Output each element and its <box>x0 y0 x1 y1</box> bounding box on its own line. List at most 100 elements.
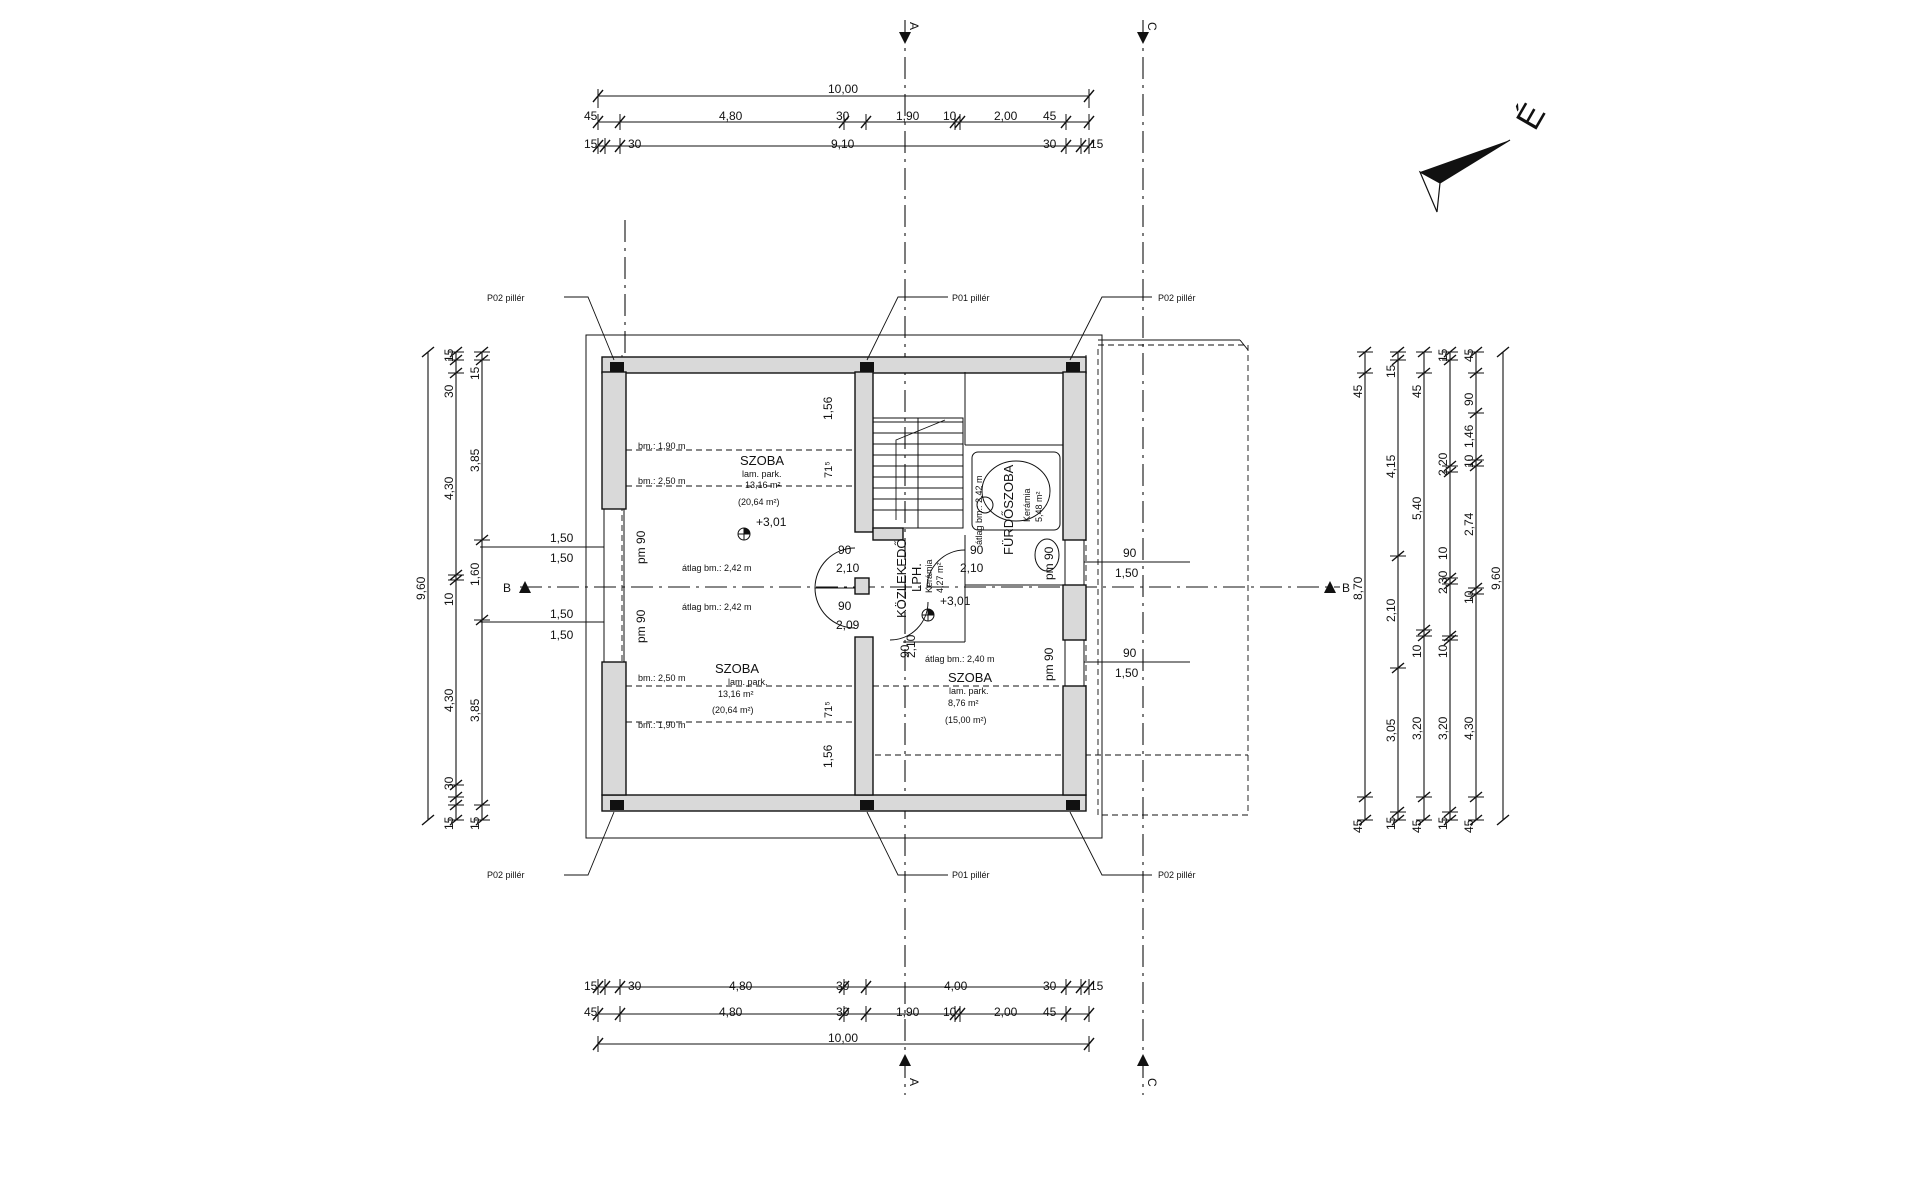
room2-bm1: bm.: 2,50 m <box>638 673 686 683</box>
room2-avg: átlag bm.: 2,42 m <box>682 602 752 612</box>
right-dim-4-6: 3,20 <box>1436 716 1450 740</box>
right-dim-2-3: 2,10 <box>1384 598 1398 622</box>
left-win-w-upper: 1,50 <box>550 531 574 545</box>
bottom-dim-2-6: 2,00 <box>994 1005 1018 1019</box>
hall-name: KÖZLEKEDŐ <box>894 539 909 618</box>
bottom-dim-2-2: 4,80 <box>719 1005 743 1019</box>
north-arrow: É <box>1418 97 1553 213</box>
right-dim-4-1: 15 <box>1436 348 1450 362</box>
room1-avg: átlag bm.: 2,42 m <box>682 563 752 573</box>
right-dim-4-5: 10 <box>1436 644 1450 658</box>
bottom-overall-dim: 10,00 <box>828 1031 858 1045</box>
room2-name: SZOBA <box>715 661 759 676</box>
bath-fixtures <box>971 451 1061 572</box>
right-pm-upper: pm 90 <box>1042 546 1056 580</box>
bottom-dimension-chain: 15 30 4,80 30 4,00 30 15 45 4,80 30 1,90… <box>584 979 1104 1052</box>
bottom-dim-1-2: 30 <box>628 979 642 993</box>
top-dim-2-4: 1,90 <box>896 109 920 123</box>
left-win-h-upper: 1,50 <box>550 551 574 565</box>
callout-p02-bottom-right: P02 pillér <box>1158 870 1196 880</box>
top-dim-3-4: 30 <box>1043 137 1057 151</box>
axis-c-bottom-label: C <box>1145 1078 1159 1087</box>
hall-stair: LPH. <box>909 563 924 592</box>
bottom-dim-2-1: 45 <box>584 1005 598 1019</box>
level-marker-icon <box>737 527 751 541</box>
door1-w: 90 <box>838 543 852 557</box>
section-axis-b: B B <box>503 581 1350 595</box>
room2-floor: lam. park. <box>728 677 768 687</box>
room1-bm1: bm.: 1,90 m <box>638 441 686 451</box>
bottom-dim-2-4: 1,90 <box>896 1005 920 1019</box>
door-labels: 90 2,10 90 2,09 90 2,10 90 2,10 1,56 71⁵… <box>821 396 984 768</box>
right-pm-lower: pm 90 <box>1042 647 1056 681</box>
ceiling-lines <box>626 449 1063 723</box>
right-dim-5-8: 45 <box>1462 819 1476 833</box>
room1-floor: lam. park. <box>742 469 782 479</box>
bottom-dim-2-7: 45 <box>1043 1005 1057 1019</box>
right-win-h-upper: 1,50 <box>1115 566 1139 580</box>
wall-156-bottom: 1,56 <box>821 744 835 768</box>
room3-name: SZOBA <box>948 670 992 685</box>
right-dim-5-7: 4,30 <box>1462 716 1476 740</box>
room1-area2: (20,64 m²) <box>738 497 780 507</box>
room2-area2: (20,64 m²) <box>712 705 754 715</box>
right-dim-5-1: 45 <box>1462 348 1476 362</box>
right-dim-1-3: 45 <box>1351 819 1365 833</box>
room-3: átlag bm.: 2,40 m SZOBA lam. park. 8,76 … <box>925 654 995 725</box>
bottom-dim-1-5: 4,00 <box>944 979 968 993</box>
right-dim-3-5: 45 <box>1410 819 1424 833</box>
bath-area: 5,48 m² <box>1034 491 1044 522</box>
left-win-h-lower: 1,50 <box>550 628 574 642</box>
right-dim-4-4: 2,30 <box>1436 570 1450 594</box>
door2-w: 90 <box>838 599 852 613</box>
right-dim-4-2: 2,20 <box>1436 452 1450 476</box>
top-dim-3-2: 30 <box>628 137 642 151</box>
left-dim-3-3: 1,60 <box>468 562 482 586</box>
axis-b-left-label: B <box>503 581 511 595</box>
left-dim-2-4: 10 <box>442 592 456 606</box>
bottom-dim-2-3: 30 <box>836 1005 850 1019</box>
right-dim-4-3: 10 <box>1436 546 1450 560</box>
section-axis-c: C C <box>1137 20 1159 1095</box>
hall-area: 4,27 m² <box>935 562 945 593</box>
hall-floor: Kerámia <box>924 559 934 593</box>
bottom-dim-1-3: 4,80 <box>729 979 753 993</box>
left-dim-2-2: 30 <box>442 384 456 398</box>
right-dim-5-3: 1,46 <box>1462 424 1476 448</box>
right-win-w-lower: 90 <box>1123 646 1137 660</box>
axis-a-bottom-label: A <box>907 1078 921 1086</box>
room-1: bm.: 1,90 m bm.: 2,50 m SZOBA lam. park.… <box>638 441 787 573</box>
wall-715-top: 71⁵ <box>823 461 835 478</box>
left-dim-2-6: 30 <box>442 776 456 790</box>
right-dim-3-3: 10 <box>1410 644 1424 658</box>
right-overall-dim: 9,60 <box>1489 566 1503 590</box>
exterior-walls <box>601 356 1087 812</box>
right-window-dims: 90 1,50 90 1,50 pm 90 pm 90 <box>1042 546 1190 681</box>
room3-area: 8,76 m² <box>948 698 979 708</box>
top-overall-dim: 10,00 <box>828 82 858 96</box>
top-dim-2-5: 10 <box>943 109 957 123</box>
room2-area: 13,16 m² <box>718 689 754 699</box>
bottom-dim-1-7: 15 <box>1090 979 1104 993</box>
right-win-w-upper: 90 <box>1123 546 1137 560</box>
left-overall-dim: 9,60 <box>414 576 428 600</box>
door3-h: 2,10 <box>960 561 984 575</box>
top-dim-2-2: 4,80 <box>719 109 743 123</box>
room3-floor: lam. park. <box>949 686 989 696</box>
right-dim-3-1: 45 <box>1410 384 1424 398</box>
bottom-dim-2-5: 10 <box>943 1005 957 1019</box>
left-dim-2-7: 15 <box>442 816 456 830</box>
right-dim-5-4: 10 <box>1462 454 1476 468</box>
axis-c-top-label: C <box>1145 22 1159 31</box>
right-dim-5-6: 10 <box>1462 590 1476 604</box>
left-dim-3-1: 15 <box>468 366 482 380</box>
left-dim-2-1: 15 <box>442 348 456 362</box>
right-dim-3-4: 3,20 <box>1410 716 1424 740</box>
staircase <box>872 417 964 529</box>
right-dim-1-2: 8,70 <box>1351 576 1365 600</box>
left-win-w-lower: 1,50 <box>550 607 574 621</box>
wall-715-bottom: 71⁵ <box>823 701 835 718</box>
room1-level: +3,01 <box>756 515 787 529</box>
right-dim-4-7: 15 <box>1436 816 1450 830</box>
hall: KÖZLEKEDŐ LPH. Kerámia 4,27 m² +3,01 <box>894 539 971 622</box>
